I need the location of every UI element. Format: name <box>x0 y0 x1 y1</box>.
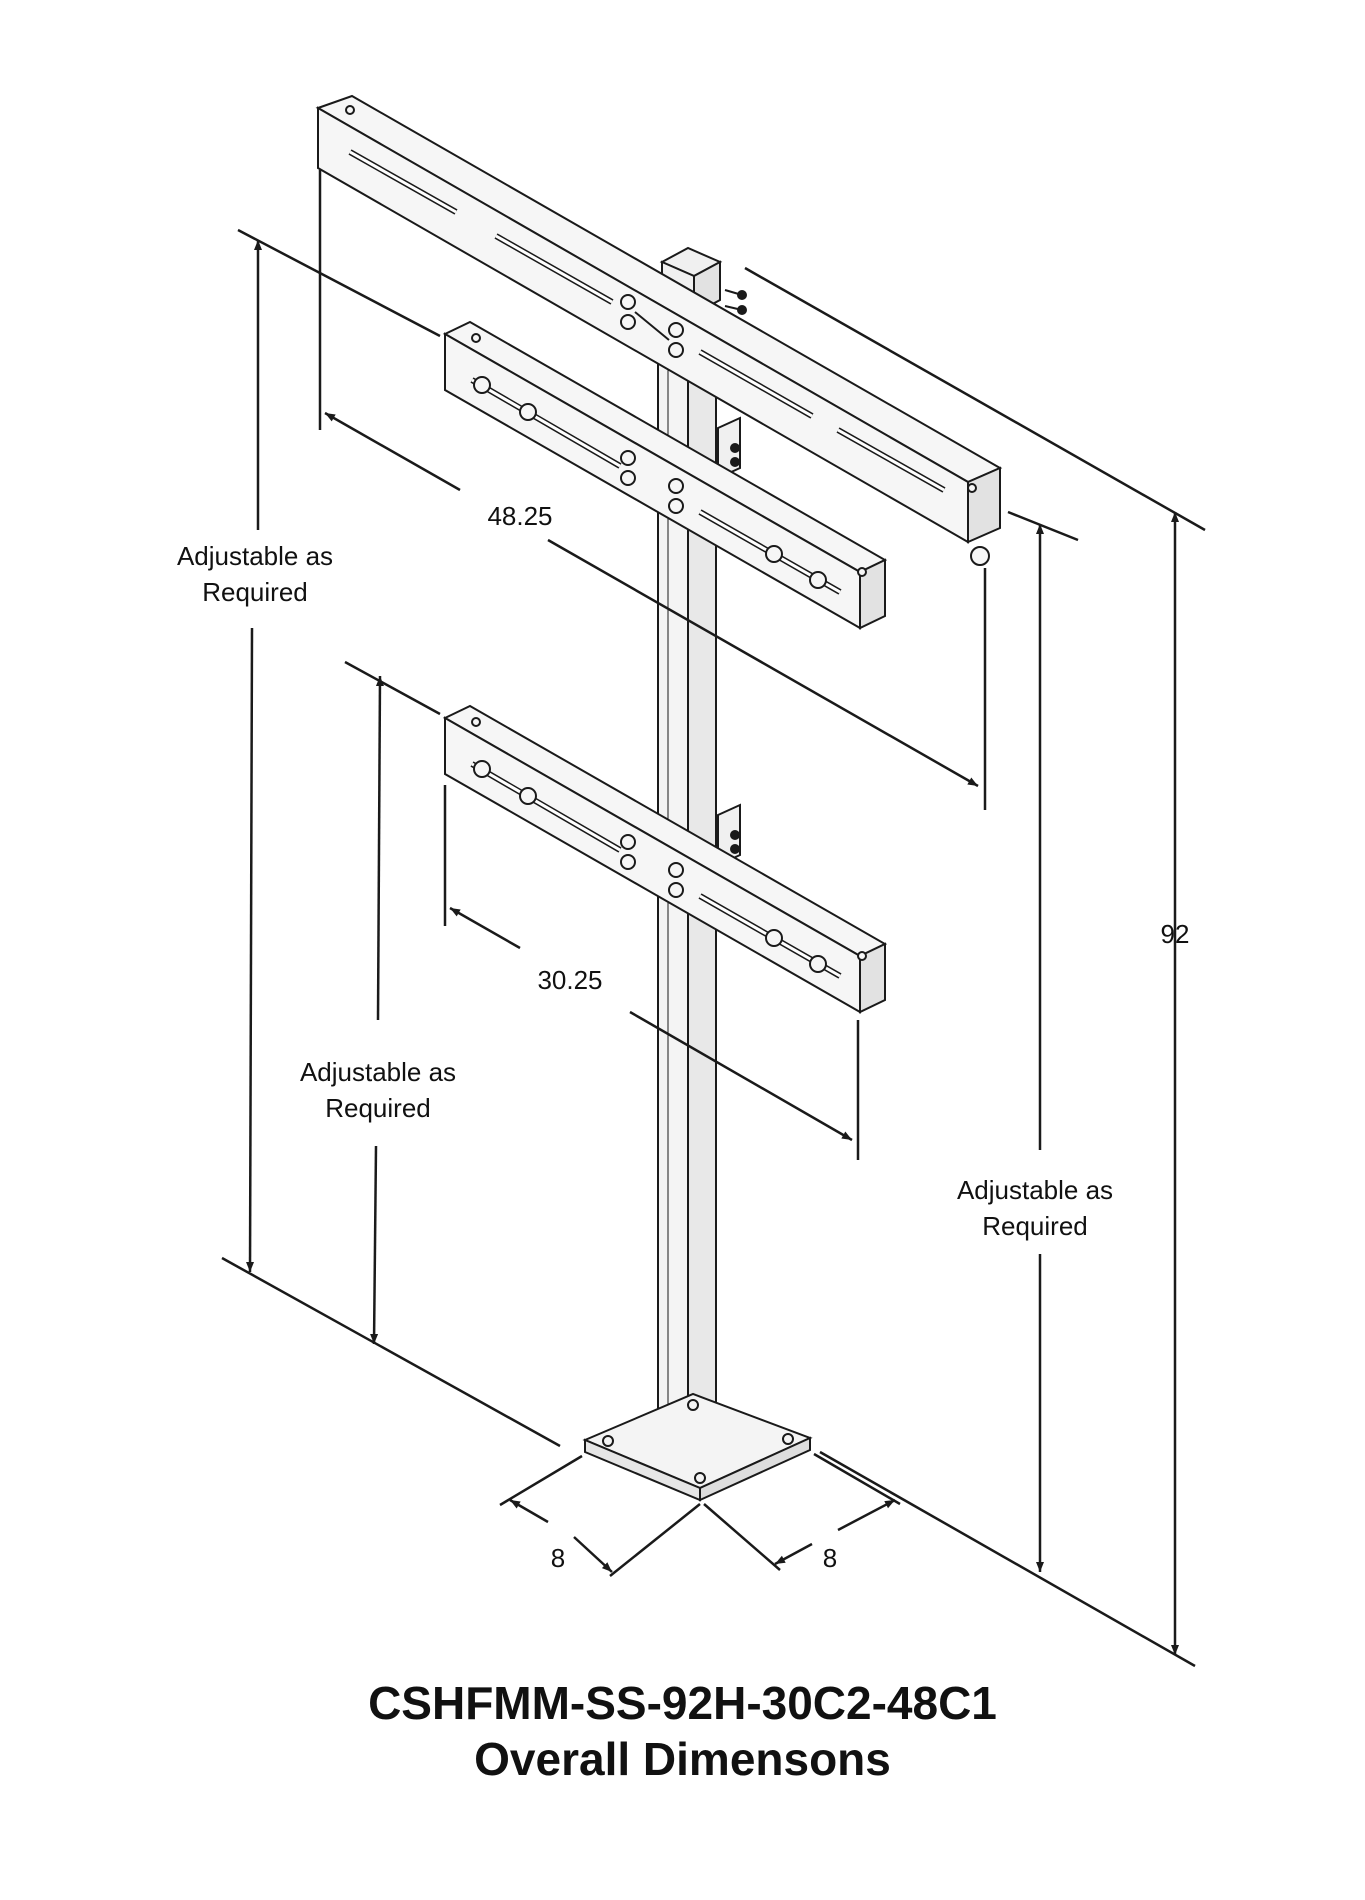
extension-upper-left <box>237 228 441 338</box>
extension-base-front-r <box>703 1503 781 1571</box>
dim-30-left-seg <box>449 906 521 950</box>
dim-48-left-seg <box>324 411 461 492</box>
note-right-line1: Adjustable as <box>956 1175 1114 1205</box>
note-right-line2: Required <box>982 1211 1088 1241</box>
extension-base-right <box>813 1452 901 1506</box>
extension-middle-left <box>344 660 441 716</box>
extension-right-mid <box>1007 510 1079 542</box>
dim-middle-left-top <box>375 675 384 1021</box>
dim-base-right-b <box>774 1542 813 1566</box>
extension-top-right <box>744 266 1206 532</box>
dim-upper-left-bottom <box>246 627 255 1273</box>
base-plate <box>582 1392 813 1502</box>
note-upper-left-line2: Required <box>202 577 308 607</box>
dim-base-right-a <box>837 1498 896 1532</box>
middle-cross-arm <box>442 320 888 630</box>
dim-92-label: 92 <box>1160 919 1190 949</box>
note-upper-left: Adjustable as Required <box>145 538 365 610</box>
drawing-title: CSHFMM-SS-92H-30C2-48C1 Overall Dimenson… <box>0 1675 1365 1787</box>
note-upper-left-line1: Adjustable as <box>176 541 334 571</box>
extension-base-left <box>499 1454 583 1507</box>
title-line-part-number: CSHFMM-SS-92H-30C2-48C1 <box>368 1677 997 1729</box>
lower-cross-arm <box>442 704 888 1014</box>
middle-clamp <box>717 416 741 480</box>
extension-bottom-right <box>819 1450 1196 1668</box>
extension-floor-left <box>221 1256 561 1448</box>
dim-base-right-label: 8 <box>822 1543 838 1573</box>
title-line-description: Overall Dimensons <box>474 1733 891 1785</box>
note-middle-left-line1: Adjustable as <box>299 1057 457 1087</box>
dim-30-right-seg <box>629 1010 853 1142</box>
dim-base-left-label: 8 <box>550 1543 566 1573</box>
top-cross-arm <box>315 94 1003 566</box>
dim-30-label: 30.25 <box>537 965 603 995</box>
dimension-lines <box>221 170 1206 1668</box>
dim-middle-left-bottom <box>370 1145 379 1345</box>
note-right: Adjustable as Required <box>925 1172 1145 1244</box>
dim-base-left-b <box>573 1536 613 1573</box>
dim-base-left-a <box>509 1498 549 1524</box>
dim-48-label: 48.25 <box>487 501 553 531</box>
note-middle-left-line2: Required <box>325 1093 431 1123</box>
note-middle-left: Adjustable as Required <box>268 1054 488 1126</box>
dim-48-right-seg <box>547 538 979 788</box>
post <box>657 358 717 1492</box>
extension-base-front <box>609 1503 701 1577</box>
